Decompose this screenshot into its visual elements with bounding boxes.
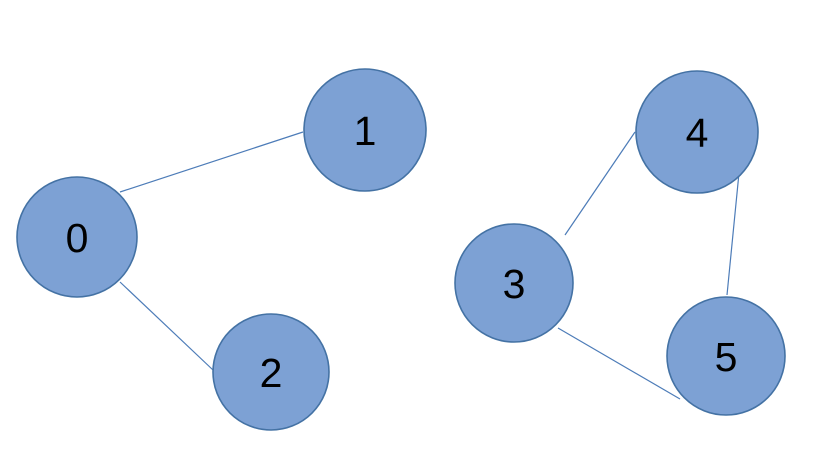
- edge-3-5: [557, 327, 681, 400]
- edge-3-4: [564, 131, 636, 236]
- node-1: [303, 68, 427, 192]
- edge-0-1: [119, 131, 304, 193]
- node-2: [212, 313, 330, 431]
- node-4: [635, 70, 759, 194]
- node-0: [16, 176, 138, 298]
- node-5: [666, 296, 786, 416]
- node-3: [454, 223, 574, 343]
- edge-0-2: [119, 281, 214, 371]
- edge-4-5: [726, 172, 740, 296]
